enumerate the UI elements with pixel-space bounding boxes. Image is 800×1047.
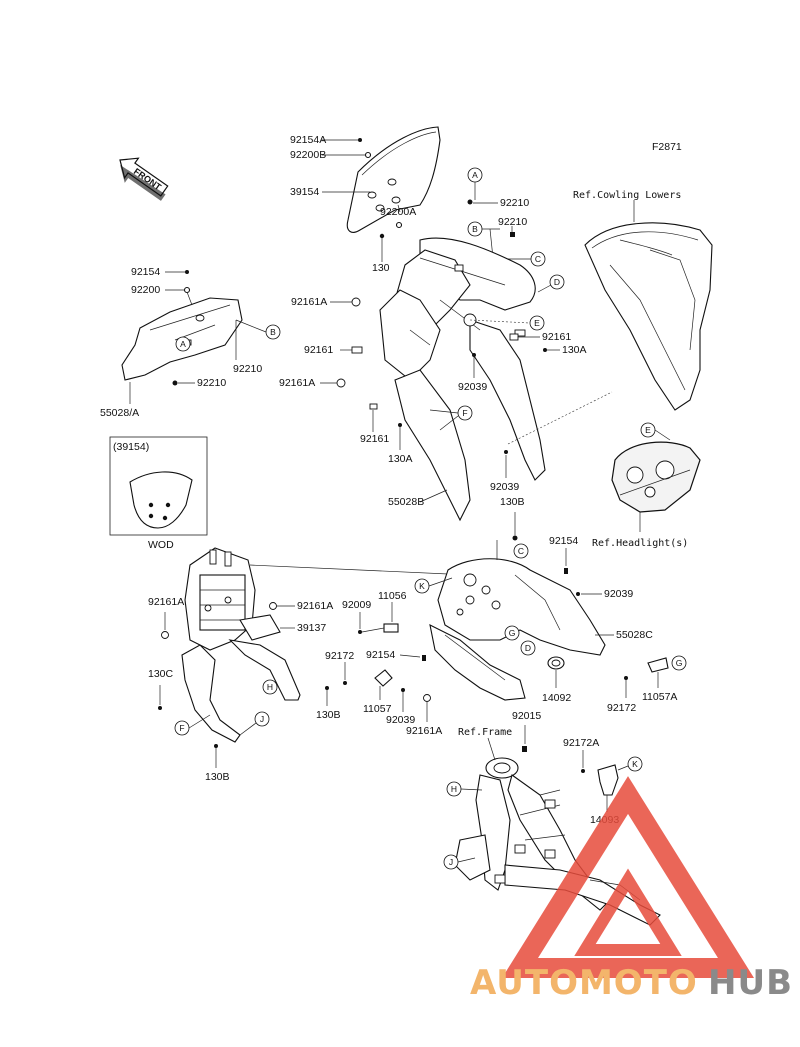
part-label: 92161A xyxy=(291,296,327,308)
part-label: 92161A xyxy=(279,377,315,389)
part-label: 130B xyxy=(205,771,230,783)
part-label: 92210 xyxy=(500,197,529,209)
callout-d xyxy=(549,274,565,290)
ref-label: Ref.Frame xyxy=(458,727,512,738)
part-label: 92161 xyxy=(304,344,333,356)
callout-h xyxy=(262,679,278,695)
front-arrow-icon: FRONT xyxy=(119,157,169,201)
part-label: 11057A xyxy=(642,691,677,703)
part-label: 92039 xyxy=(490,481,519,493)
part-label: 92172 xyxy=(607,702,636,714)
part-label: 92154A xyxy=(290,134,326,146)
part-label: 55028/A xyxy=(100,407,139,419)
ref-label: Ref.Cowling Lowers xyxy=(573,190,681,201)
part-label: 92172A xyxy=(563,737,599,749)
svg-text:D: D xyxy=(554,277,560,287)
callout-c xyxy=(513,543,529,559)
ref-label: Ref.Headlight(s) xyxy=(592,538,688,549)
part-label: 14092 xyxy=(542,692,571,704)
inner-cowling-part xyxy=(351,237,546,522)
svg-text:J: J xyxy=(449,857,453,867)
part-label: 92210 xyxy=(498,216,527,228)
svg-text:G: G xyxy=(676,658,683,668)
part-label: 55028B xyxy=(388,496,424,508)
part-label: 92161A xyxy=(297,600,333,612)
svg-text:K: K xyxy=(632,759,638,769)
figure-code: F2871 xyxy=(652,141,682,153)
part-label: 92039 xyxy=(458,381,487,393)
cowling-lower-part xyxy=(584,222,713,411)
part-label: 92200A xyxy=(380,206,416,218)
part-label: 11057 xyxy=(363,703,392,715)
part-label: 39137 xyxy=(297,622,326,634)
part-label: 92009 xyxy=(342,599,371,611)
callout-j xyxy=(254,711,270,727)
svg-text:E: E xyxy=(534,318,540,328)
part-label: 92015 xyxy=(512,710,541,722)
svg-text:A: A xyxy=(180,339,186,349)
part-label: 92210 xyxy=(197,377,226,389)
watermark-text-hub: HUB xyxy=(708,963,793,1003)
part-label: 92200 xyxy=(131,284,160,296)
watermark-text-auto: AUTOMOTO xyxy=(470,963,698,1003)
svg-text:C: C xyxy=(518,546,524,556)
part-label: 92161A xyxy=(148,596,184,608)
part-label: 92172 xyxy=(325,650,354,662)
part-label: 39154 xyxy=(290,186,319,198)
inset-title: (39154) xyxy=(113,441,149,453)
svg-text:J: J xyxy=(260,714,264,724)
part-label: 130C xyxy=(148,668,174,680)
part-label: 55028C xyxy=(616,629,653,641)
svg-text:A: A xyxy=(472,170,478,180)
callout-g xyxy=(671,655,687,671)
svg-text:F: F xyxy=(179,723,184,733)
part-label: 92039 xyxy=(604,588,633,600)
svg-text:H: H xyxy=(267,682,273,692)
callout-a xyxy=(175,336,191,352)
svg-text:E: E xyxy=(645,425,651,435)
svg-text:C: C xyxy=(535,254,541,264)
callout-d xyxy=(520,640,536,656)
inset-windscreen-box: (39154) WOD xyxy=(109,436,208,551)
part-label: 92154 xyxy=(366,649,395,661)
windscreen-part xyxy=(346,126,441,233)
svg-text:G: G xyxy=(509,628,516,638)
part-label: 92039 xyxy=(386,714,415,726)
svg-text:F: F xyxy=(462,408,467,418)
part-label: 130B xyxy=(500,496,525,508)
meter-bracket-part xyxy=(181,547,301,743)
part-label: 92161 xyxy=(542,331,571,343)
headlight-part xyxy=(611,441,701,513)
automotohub-watermark-logo xyxy=(501,776,755,978)
inset-caption: WOD xyxy=(148,539,174,551)
part-label: 92161A xyxy=(406,725,442,737)
svg-text:B: B xyxy=(270,327,276,337)
part-label: 92154 xyxy=(131,266,160,278)
callout-g xyxy=(504,625,520,641)
part-label: 130B xyxy=(316,709,341,721)
svg-text:B: B xyxy=(472,224,478,234)
part-label: 92161 xyxy=(360,433,389,445)
svg-text:D: D xyxy=(525,643,531,653)
callout-k xyxy=(627,756,643,772)
part-label: 92200B xyxy=(290,149,326,161)
part-label: 130 xyxy=(372,262,390,274)
lower-inner-cowling-part xyxy=(429,558,606,701)
svg-text:K: K xyxy=(419,581,425,591)
svg-text:H: H xyxy=(451,784,457,794)
part-label: 130A xyxy=(562,344,587,356)
part-label: 130A xyxy=(388,453,413,465)
part-label: 11056 xyxy=(378,590,407,602)
part-label: 92210 xyxy=(233,363,262,375)
part-label: 92154 xyxy=(549,535,578,547)
